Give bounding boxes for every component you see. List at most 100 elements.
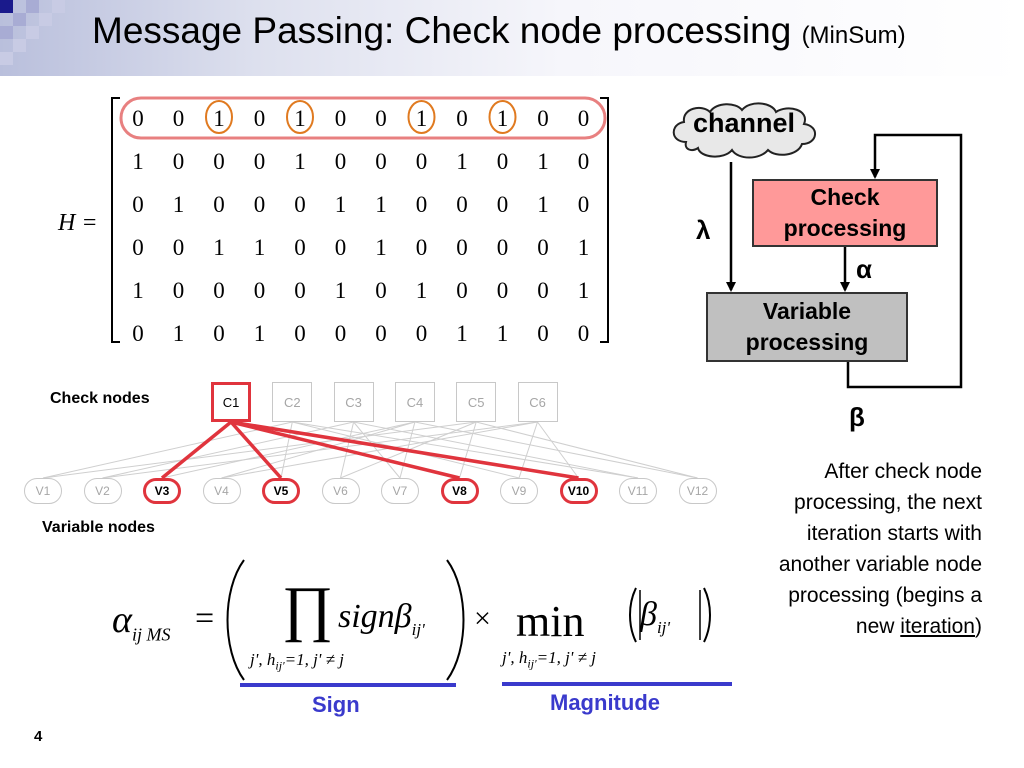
paren-right <box>446 559 465 681</box>
matrix-cell: 0 <box>456 106 468 131</box>
matrix-cell: 0 <box>132 192 144 217</box>
variable-node-v9: V9 <box>500 478 538 504</box>
matrix-cell: 1 <box>294 106 306 131</box>
tanner-edge <box>459 421 477 479</box>
variable-node-v5: V5 <box>262 478 300 504</box>
matrix-cell: 0 <box>335 321 347 346</box>
variable-node-v4: V4 <box>202 478 241 504</box>
min-limits: j', hij'=1, j' ≠ j <box>502 648 596 671</box>
matrix-cell: 1 <box>375 192 387 217</box>
matrix-cell: 0 <box>578 149 590 174</box>
matrix-cell: 0 <box>335 235 347 260</box>
matrix-cell: 0 <box>456 192 468 217</box>
variable-node-v2: V2 <box>83 478 122 504</box>
deco-square <box>26 0 39 13</box>
formula-equals: = <box>195 600 215 637</box>
matrix-cell: 0 <box>173 235 185 260</box>
deco-square <box>0 52 13 65</box>
product-limits-rest: =1, j' ≠ j <box>284 650 344 669</box>
variable-node-v7: V7 <box>381 478 419 504</box>
matrix-cell: 0 <box>375 321 387 346</box>
matrix-bracket-left <box>111 97 120 343</box>
matrix-cell: 0 <box>213 192 225 217</box>
tanner-edge <box>42 421 293 479</box>
deco-square <box>0 26 13 39</box>
sign-caption: Sign <box>312 692 360 717</box>
description-text: After check node processing, the next it… <box>744 456 982 642</box>
tanner-edge <box>102 421 354 479</box>
matrix-cell: 0 <box>456 235 468 260</box>
deco-square <box>0 0 13 13</box>
matrix-cell: 0 <box>537 278 549 303</box>
matrix-cell: 0 <box>578 321 590 346</box>
magnitude-beta: β <box>640 596 657 633</box>
matrix-cell: 0 <box>173 106 185 131</box>
matrix-bracket-right <box>600 97 609 343</box>
magnitude-beta-subscript: ij' <box>656 617 671 637</box>
tanner-edge <box>42 421 477 479</box>
check-processing-box: Check processing <box>752 179 938 247</box>
check-node-c4: C4 <box>394 382 435 422</box>
check-node-c2: C2 <box>272 382 313 422</box>
min-limits-rest: =1, j' ≠ j <box>536 648 596 667</box>
matrix-cell: 0 <box>173 278 185 303</box>
matrix-cell: 1 <box>456 149 468 174</box>
matrix-circle <box>286 100 314 134</box>
min-limits-sub: ij' <box>527 656 537 671</box>
check-node-c1: C1 <box>211 382 251 422</box>
deco-square <box>13 39 26 52</box>
matrix-cell: 0 <box>456 278 468 303</box>
matrix-cell: 1 <box>213 235 225 260</box>
matrix-cell: 0 <box>416 235 428 260</box>
tanner-edge-active <box>160 420 233 480</box>
tanner-edge-active <box>230 420 460 480</box>
matrix-cell: 0 <box>375 149 387 174</box>
sign-beta-subscript: ij' <box>411 619 425 639</box>
deco-square <box>13 13 26 26</box>
flow-arrows <box>726 133 963 389</box>
min-operator: min <box>516 597 585 646</box>
magnitude-caption: Magnitude <box>550 690 660 715</box>
matrix-cell: 0 <box>578 106 590 131</box>
matrix-cell: 1 <box>416 106 428 131</box>
matrix-label: H = <box>58 210 98 236</box>
alpha-subscript: ij MS <box>131 624 171 645</box>
abs-paren-right <box>703 587 711 643</box>
tanner-edge <box>414 421 698 479</box>
matrix-cell: 1 <box>335 192 347 217</box>
matrix-cell: 0 <box>173 149 185 174</box>
tanner-edge-active <box>229 420 283 480</box>
tanner-edge <box>161 421 416 479</box>
matrix-cell: 0 <box>254 149 266 174</box>
formula-lhs: αij MS <box>112 598 170 646</box>
matrix-cell: 1 <box>537 149 549 174</box>
matrix-cell: 1 <box>497 321 509 346</box>
matrix-cell: 0 <box>213 149 225 174</box>
matrix-cell: 0 <box>416 149 428 174</box>
matrix-cell: 0 <box>416 321 428 346</box>
matrix-cell: 0 <box>132 321 144 346</box>
matrix-cell: 1 <box>578 235 590 260</box>
slide-number: 4 <box>34 728 43 745</box>
matrix-circle <box>488 100 517 134</box>
matrix-cell: 0 <box>254 192 266 217</box>
product-limits-sub: ij' <box>275 658 285 673</box>
deco-square <box>52 0 65 13</box>
check-nodes-label: Check nodes <box>50 390 150 407</box>
matrix-cell: 0 <box>294 192 306 217</box>
times-symbol: × <box>474 602 491 635</box>
min-limits-head: j', h <box>502 648 528 667</box>
deco-square <box>39 13 52 26</box>
matrix-circle <box>205 100 233 134</box>
abs-paren-left <box>629 587 637 643</box>
matrix-cell: 1 <box>132 278 144 303</box>
matrix-cell: 0 <box>416 192 428 217</box>
variable-node-v1: V1 <box>24 478 62 504</box>
tanner-edge <box>476 421 698 479</box>
matrix-cell: 1 <box>578 278 590 303</box>
matrix-cell: 1 <box>173 192 185 217</box>
matrix-cell: 1 <box>294 149 306 174</box>
magnitude-term: βij' <box>640 596 670 638</box>
